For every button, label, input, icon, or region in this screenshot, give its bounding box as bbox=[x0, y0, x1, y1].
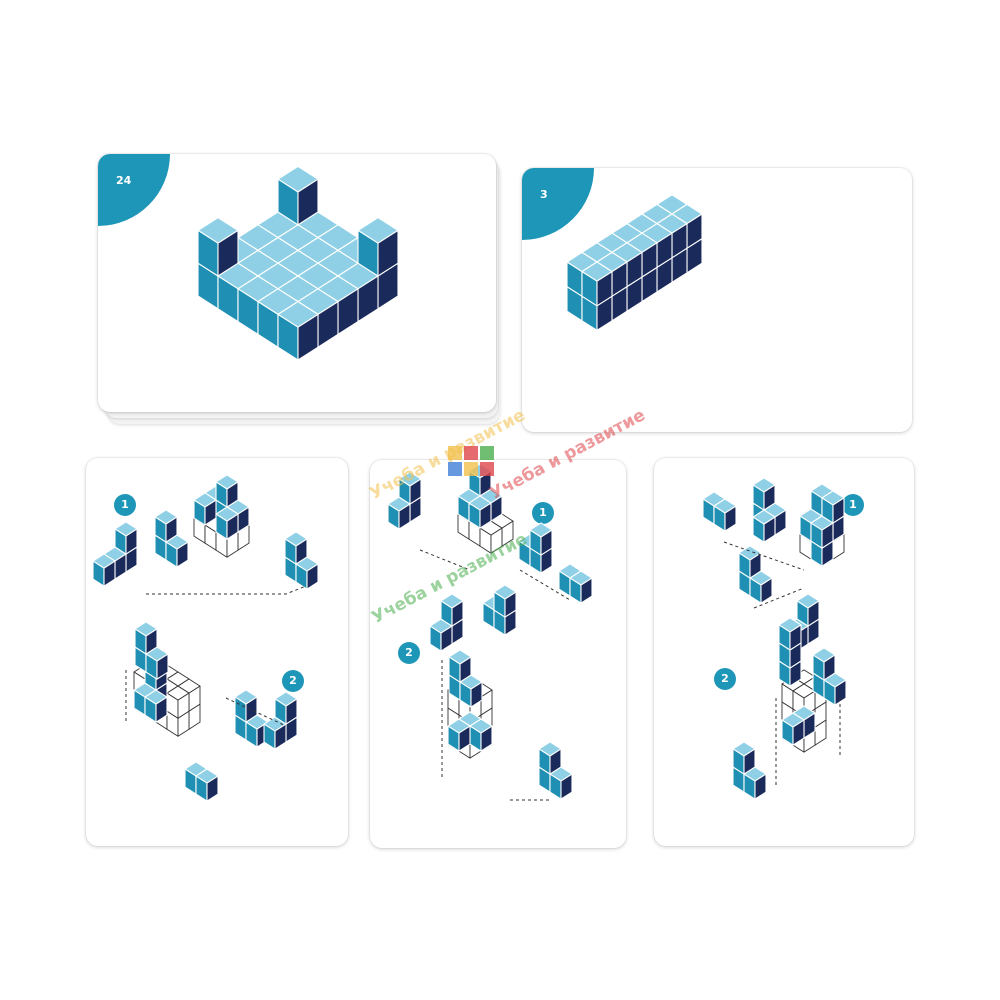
guide-line bbox=[723, 541, 805, 571]
cube bbox=[144, 689, 168, 723]
card-number: 24 bbox=[116, 174, 132, 187]
cube bbox=[743, 766, 767, 800]
guide-line bbox=[146, 585, 307, 595]
solution-diagram bbox=[702, 477, 847, 800]
cube bbox=[154, 509, 178, 543]
cube bbox=[469, 718, 493, 752]
cube bbox=[738, 545, 762, 579]
cube bbox=[493, 584, 517, 618]
cube bbox=[215, 474, 239, 508]
cube bbox=[193, 492, 217, 526]
guide-line bbox=[753, 587, 805, 609]
solution-card-3[interactable]: 1 2 bbox=[654, 458, 914, 846]
cube bbox=[752, 477, 776, 511]
solution-card-2[interactable]: 1 2 bbox=[370, 460, 626, 848]
step-badge: 1 bbox=[532, 502, 554, 524]
card-number: 3 bbox=[540, 188, 548, 201]
solution-diagram bbox=[387, 463, 593, 801]
cube bbox=[732, 741, 756, 775]
cube bbox=[468, 463, 492, 497]
guide-line bbox=[225, 697, 287, 727]
cube bbox=[284, 531, 308, 565]
cube bbox=[114, 521, 138, 555]
cube bbox=[398, 471, 422, 505]
step-badge: 1 bbox=[114, 494, 136, 516]
cube bbox=[165, 534, 189, 568]
outline-cube bbox=[166, 685, 190, 719]
cube bbox=[569, 570, 593, 604]
cube bbox=[468, 495, 492, 529]
cube bbox=[134, 621, 158, 655]
cube bbox=[781, 712, 805, 746]
solution-diagram bbox=[92, 474, 319, 802]
step-badge: 2 bbox=[282, 670, 304, 692]
guide-line bbox=[519, 569, 571, 601]
cube bbox=[752, 509, 776, 543]
puzzle-card-3[interactable]: 3 bbox=[522, 168, 912, 432]
cube bbox=[812, 647, 836, 681]
cube bbox=[447, 718, 471, 752]
cube bbox=[215, 506, 239, 540]
cube bbox=[448, 649, 472, 683]
cube bbox=[440, 593, 464, 627]
cube bbox=[357, 217, 399, 277]
step-badge: 1 bbox=[842, 494, 864, 516]
step-badge: 2 bbox=[398, 642, 420, 664]
cube bbox=[277, 301, 319, 361]
cube bbox=[713, 498, 737, 532]
puzzle-card-24[interactable]: 24 bbox=[98, 154, 496, 412]
cube bbox=[796, 593, 820, 627]
cube-figure bbox=[197, 165, 399, 361]
cube bbox=[387, 496, 411, 530]
cube bbox=[274, 691, 298, 725]
cube bbox=[549, 766, 573, 800]
cube bbox=[529, 522, 553, 556]
cube bbox=[234, 689, 258, 723]
cube bbox=[277, 165, 319, 226]
step-badge: 2 bbox=[714, 668, 736, 690]
cube bbox=[778, 617, 802, 651]
cube bbox=[195, 768, 219, 802]
cube bbox=[145, 646, 169, 680]
solution-card-1[interactable]: 1 2 bbox=[86, 458, 348, 846]
cube-figure bbox=[566, 194, 703, 331]
cube bbox=[821, 490, 845, 524]
cube bbox=[581, 261, 613, 307]
cube bbox=[92, 553, 116, 587]
guide-line bbox=[419, 549, 471, 571]
cube bbox=[197, 217, 239, 277]
cube bbox=[538, 741, 562, 775]
